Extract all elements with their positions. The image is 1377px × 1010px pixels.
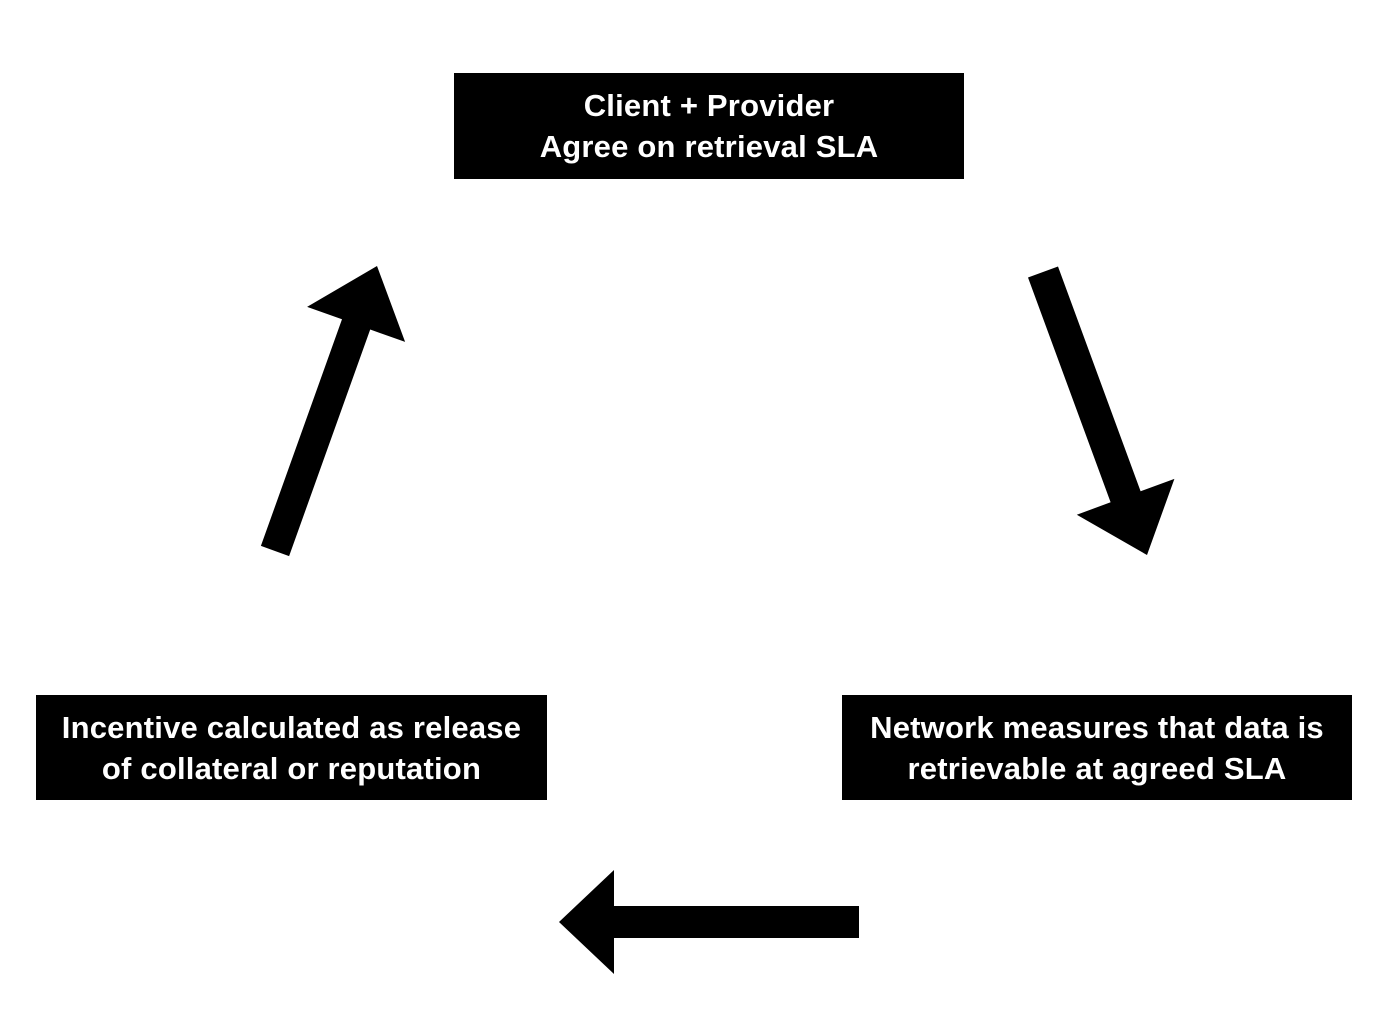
node-text-line: Incentive calculated as release	[61, 709, 522, 745]
arrow-left-icon	[559, 870, 859, 974]
node-text-line: Client + Provider	[583, 88, 835, 123]
arrow-down-right-icon	[1028, 266, 1175, 555]
node-client-provider-agree: Client + Provider Agree on retrieval SLA	[454, 73, 964, 179]
arrow-up-right-icon	[260, 266, 406, 557]
node-text-line: of collateral or reputation	[101, 750, 482, 786]
node-network-measures: Network measures that data is retrievabl…	[842, 695, 1352, 800]
node-text-line: Agree on retrieval SLA	[539, 129, 879, 164]
node-text-line: retrievable at agreed SLA	[907, 750, 1287, 786]
node-incentive-calculated: Incentive calculated as release of colla…	[36, 695, 547, 800]
node-text-line: Network measures that data is	[870, 709, 1324, 745]
